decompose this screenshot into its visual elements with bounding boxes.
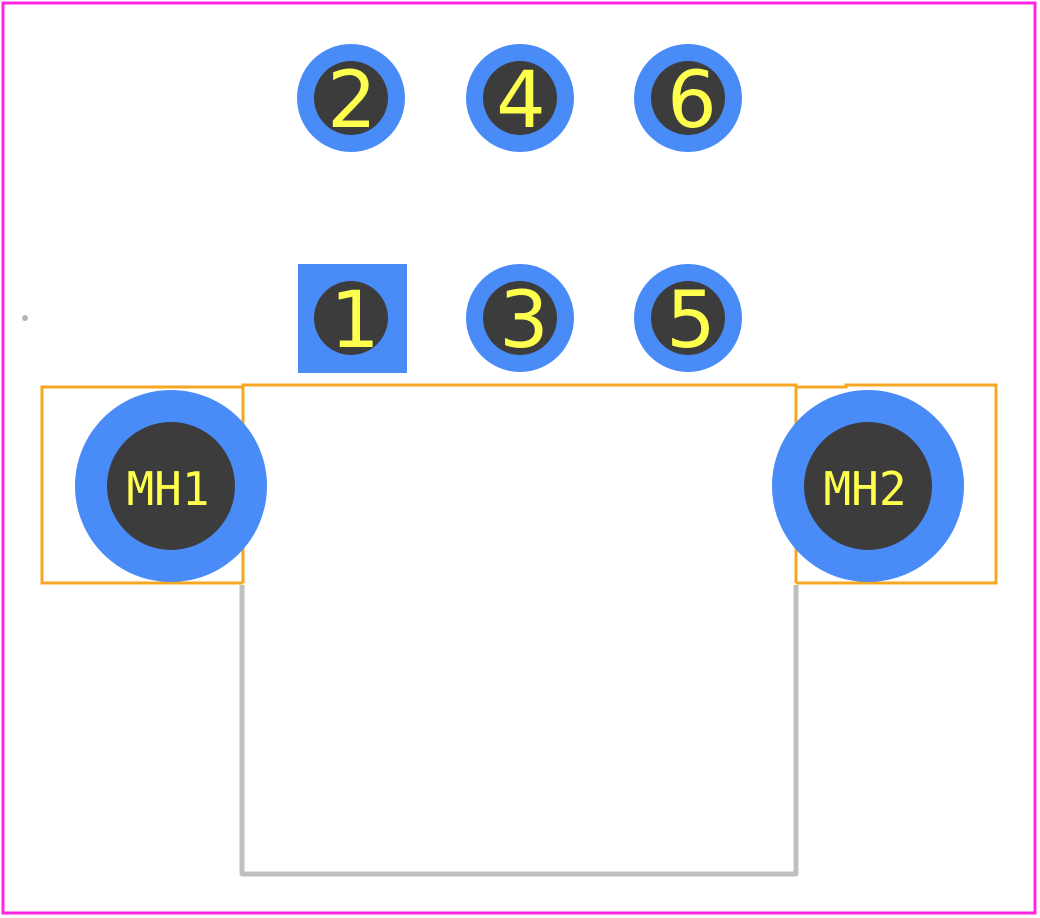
mh1-drill bbox=[107, 422, 235, 550]
silkscreen-right-tab bbox=[796, 383, 998, 585]
pad-1-drill bbox=[314, 281, 388, 355]
pad-6-label: 6 bbox=[667, 56, 717, 146]
pad-5[interactable]: 5 bbox=[634, 264, 742, 372]
pad-4[interactable]: 4 bbox=[466, 44, 574, 152]
pad-5-drill bbox=[651, 281, 725, 355]
pad-2-drill bbox=[314, 61, 388, 135]
pad-5-label: 5 bbox=[666, 276, 716, 366]
silkscreen-body-top bbox=[241, 383, 798, 583]
pad-4-drill bbox=[483, 61, 557, 135]
pin1-marker-dot bbox=[22, 315, 28, 321]
mh2-drill bbox=[804, 422, 932, 550]
pad-3[interactable]: 3 bbox=[466, 264, 574, 372]
pad-2-label: 2 bbox=[327, 56, 377, 146]
mh1-label: MH1 bbox=[126, 462, 209, 516]
mh2-label: MH2 bbox=[823, 462, 906, 516]
pad-3-label: 3 bbox=[499, 276, 549, 366]
mounting-hole-mh1[interactable]: MH1 bbox=[75, 390, 267, 582]
pad-6-drill bbox=[651, 61, 725, 135]
pad-2[interactable]: 2 bbox=[297, 44, 405, 152]
pad-1[interactable]: 1 bbox=[298, 264, 407, 373]
pad-6[interactable]: 6 bbox=[634, 44, 742, 152]
pad-4-label: 4 bbox=[496, 56, 546, 146]
pad-3-drill bbox=[483, 281, 557, 355]
pad-1-label: 1 bbox=[330, 276, 380, 366]
fab-body-outline bbox=[239, 585, 799, 877]
mounting-hole-mh2[interactable]: MH2 bbox=[772, 390, 964, 582]
silkscreen-left-tab bbox=[40, 385, 243, 585]
